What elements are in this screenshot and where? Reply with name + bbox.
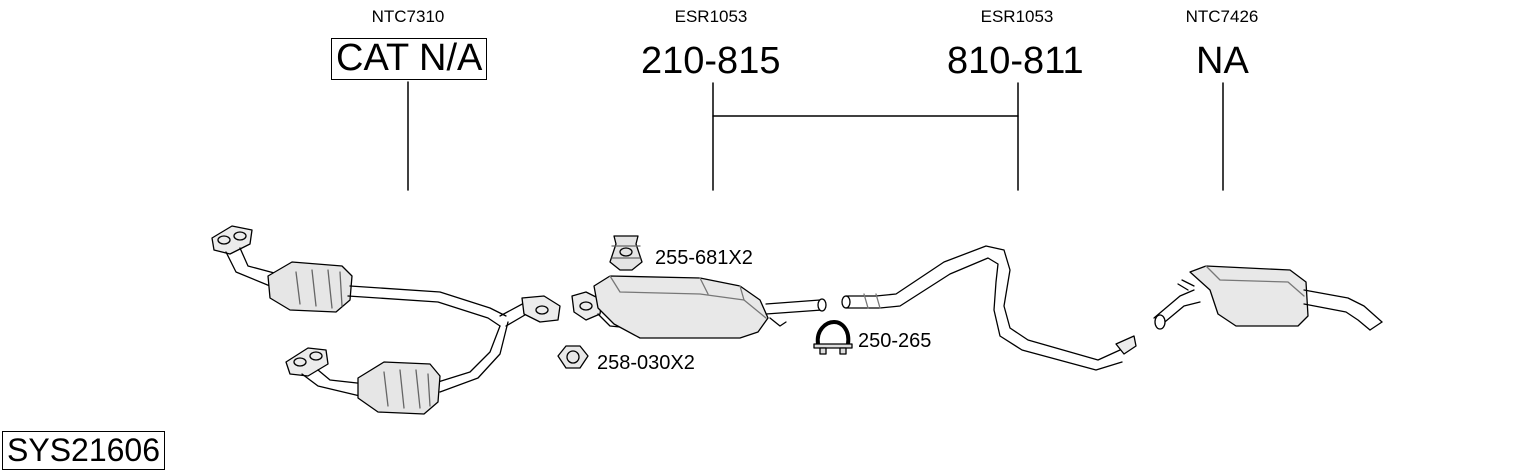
rubber-mount-icon[interactable] (609, 235, 643, 271)
hex-nut-icon[interactable] (557, 345, 589, 369)
system-code: SYS21606 (2, 431, 166, 470)
label-rubber-mount[interactable]: 255-681X2 (655, 247, 753, 269)
pipe-clamp-icon[interactable] (813, 320, 853, 355)
part-cat-na[interactable]: CAT N/A (331, 38, 488, 80)
tail-pipe-icon[interactable] (841, 245, 1137, 371)
ref-ntc7310: NTC7310 (371, 7, 445, 26)
part-810-811[interactable]: 810-811 (947, 40, 1084, 82)
label-clamp[interactable]: 250-265 (858, 330, 932, 352)
ref-ntc7426: NTC7426 (1185, 7, 1259, 26)
rear-silencer-icon[interactable] (1153, 265, 1383, 331)
ref-esr1053-b: ESR1053 (980, 7, 1054, 26)
leader-lines (407, 81, 1224, 191)
ref-esr1053-a: ESR1053 (674, 7, 748, 26)
catalytic-converter-icon[interactable] (211, 225, 561, 415)
center-silencer-icon[interactable] (571, 275, 827, 339)
label-nut[interactable]: 258-030X2 (597, 352, 695, 374)
part-na[interactable]: NA (1196, 40, 1249, 82)
part-210-815[interactable]: 210-815 (641, 40, 781, 82)
